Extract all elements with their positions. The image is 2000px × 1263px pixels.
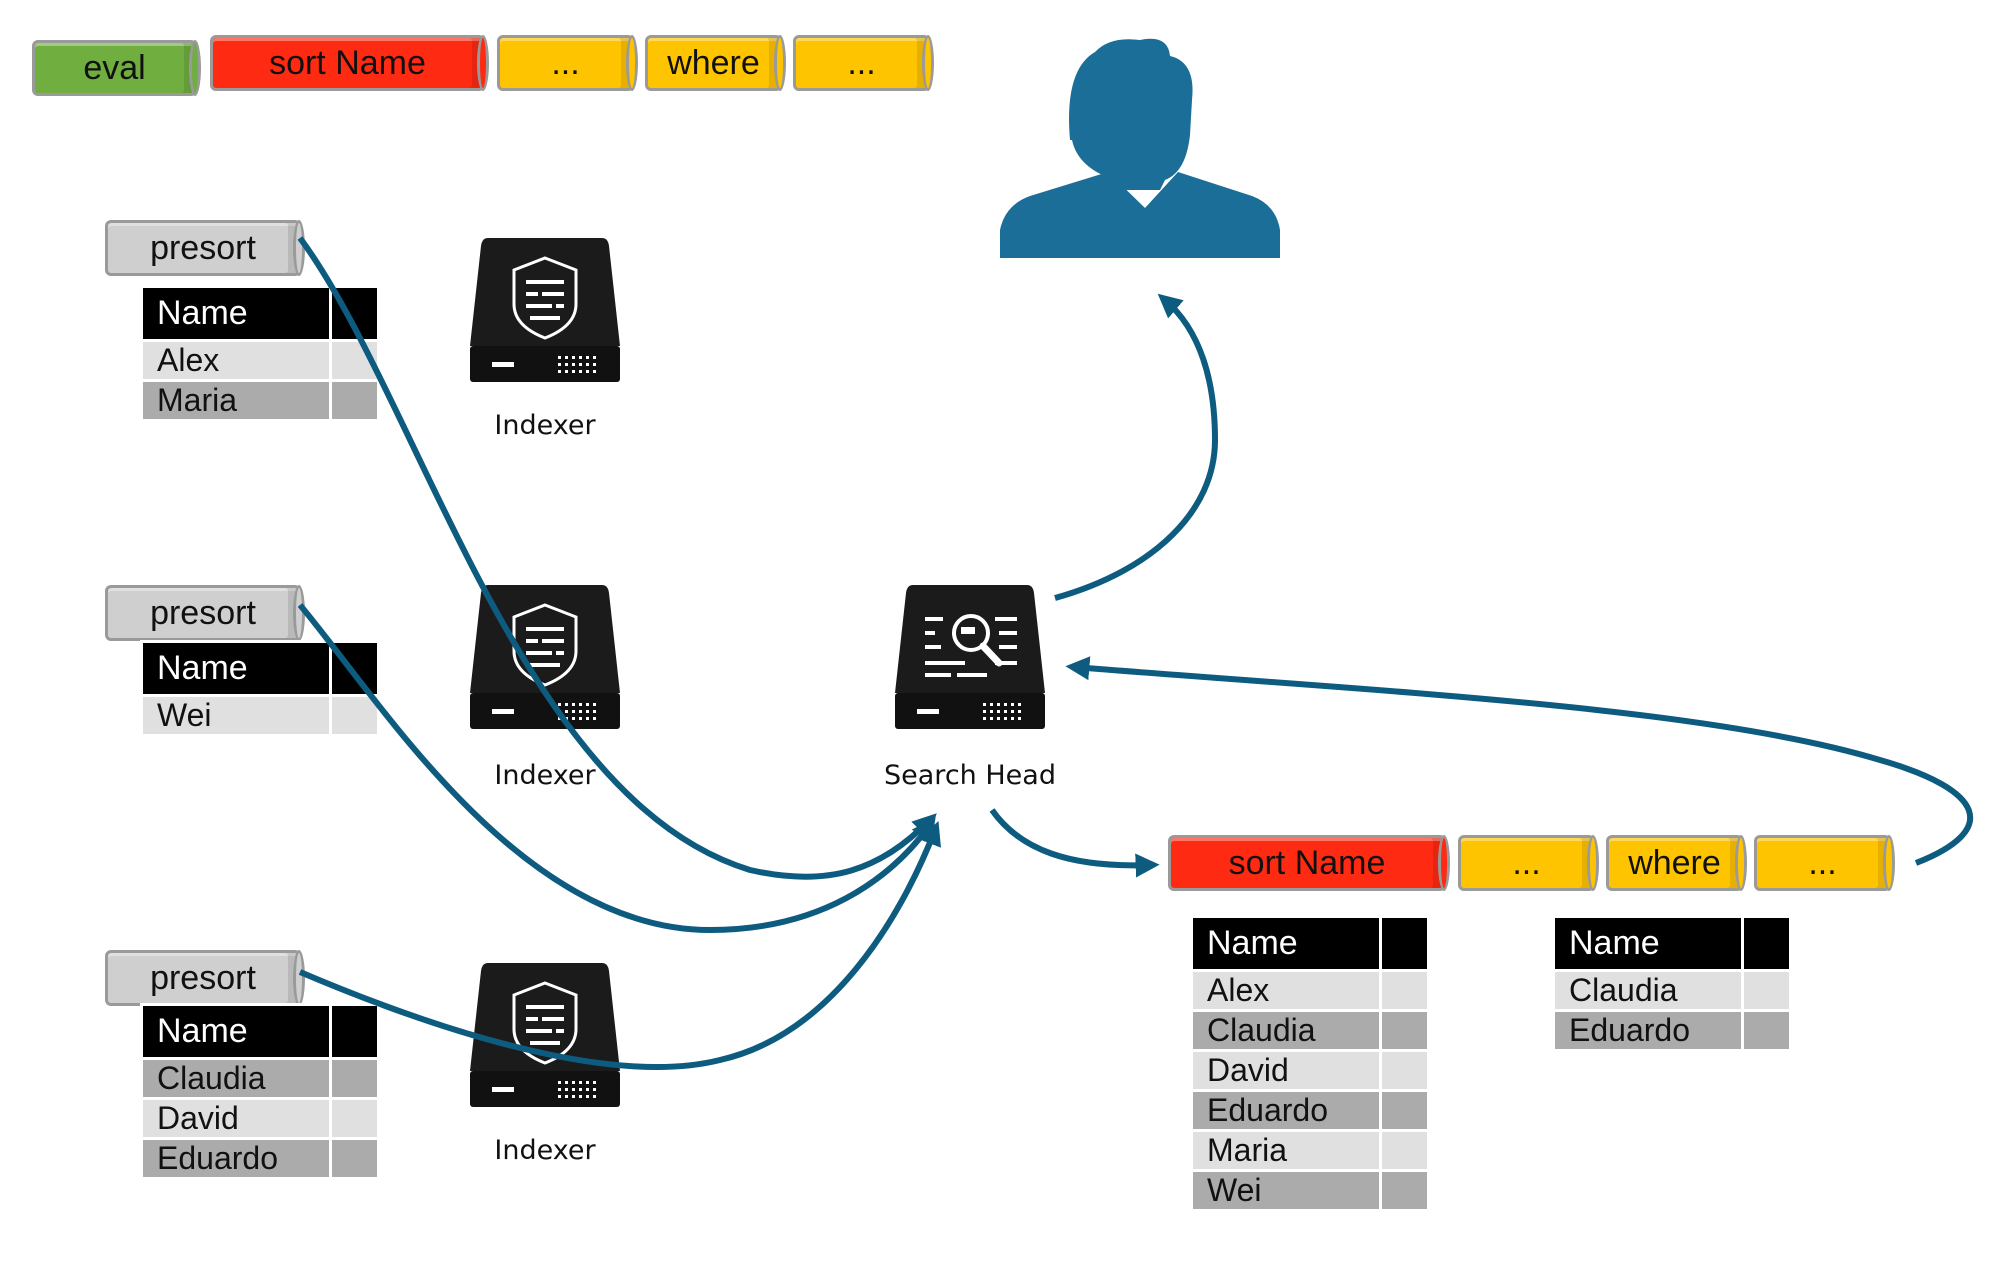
presort-command: presort [105,950,305,1006]
indexer-to-search-head-arrow [297,236,937,880]
pipeline-ellipsis-command: ... [793,35,934,91]
filtered-result-table: Name Claudia Eduardo [1552,915,1792,1052]
sh-where-command: where [1606,835,1747,891]
presort-command: presort [105,220,305,276]
table-header: Name [140,640,332,697]
pipeline-where-command: where [645,35,786,91]
pipeline-eval-command: eval [32,40,201,96]
search-head-to-pipeline-arrow [989,808,1160,878]
search-head-to-user-arrow [1054,293,1219,601]
table-cell: Eduardo [1190,1089,1382,1132]
pipeline-ellipsis-command: ... [497,35,638,91]
indexer-label: Indexer [494,760,596,791]
pipeline-sort-command: sort Name [210,35,489,91]
sh-ellipsis-command: ... [1754,835,1895,891]
search-head-label: Search Head [884,760,1056,791]
search-head-server-icon [895,585,1045,729]
indexer-server-icon [470,963,620,1107]
presort-command: presort [105,585,305,641]
table-cell: Wei [140,694,332,737]
table-cell: David [140,1097,332,1140]
table-cell: Claudia [140,1057,332,1100]
indexer-label: Indexer [494,1135,596,1166]
table-cell: Eduardo [1552,1009,1744,1052]
table-cell: Eduardo [140,1137,332,1180]
table-header: Name [1552,915,1744,972]
sh-sort-command: sort Name [1168,835,1450,891]
sorted-result-table: Name Alex Claudia David Eduardo Maria We… [1190,915,1430,1212]
table-cell: David [1190,1049,1382,1092]
table-cell: Wei [1190,1169,1382,1212]
pipeline-to-search-head-arrow [1065,656,1974,866]
table-header: Name [1190,915,1382,972]
table-cell: Alex [140,339,332,382]
user-icon [1000,38,1280,258]
indexer-result-table: Name Claudia David Eduardo [140,1003,380,1180]
table-cell: Claudia [1552,969,1744,1012]
indexer-to-search-head-arrow [297,603,936,934]
table-cell: Claudia [1190,1009,1382,1052]
indexer-to-search-head-arrow [298,821,941,1070]
table-header: Name [140,285,332,342]
indexer-result-table: Name Wei [140,640,380,737]
table-cell: Maria [1190,1129,1382,1172]
indexer-label: Indexer [494,410,596,441]
table-cell: Alex [1190,969,1382,1012]
indexer-server-icon [470,238,620,382]
indexer-result-table: Name Alex Maria [140,285,380,422]
table-cell: Maria [140,379,332,422]
sh-ellipsis-command: ... [1458,835,1599,891]
table-header: Name [140,1003,332,1060]
